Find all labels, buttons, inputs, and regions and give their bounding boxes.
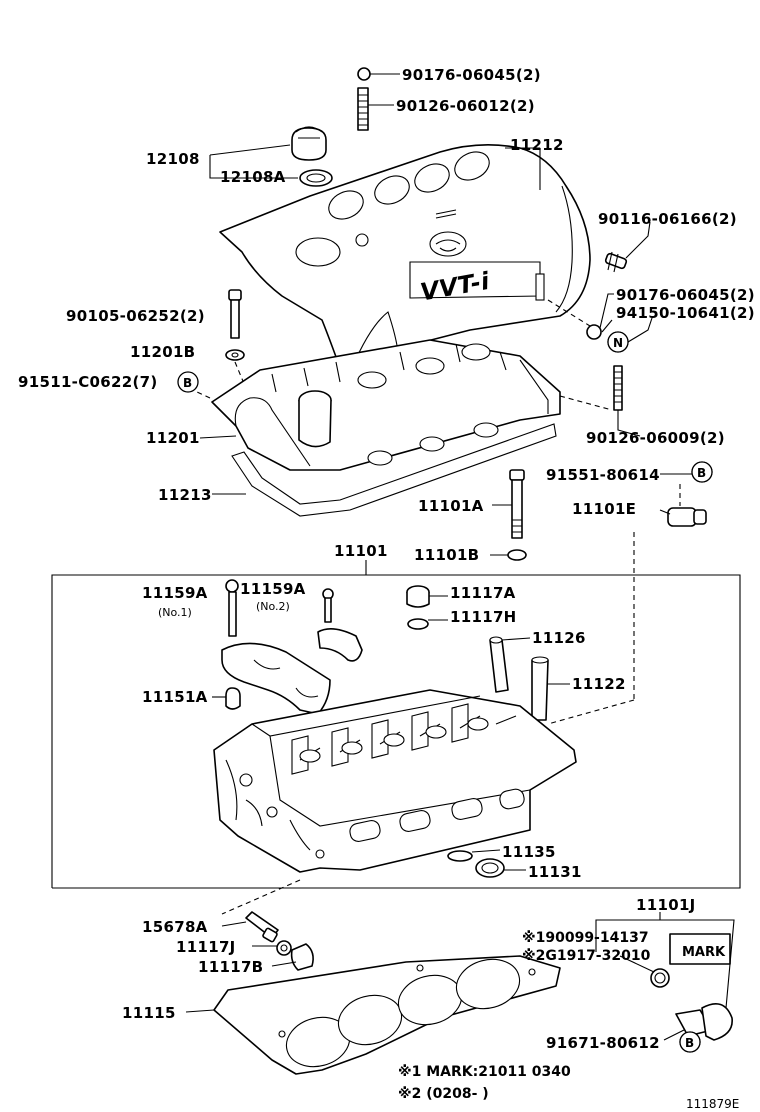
label-11126: 11126	[532, 629, 586, 647]
label-11131: 11131	[528, 863, 582, 881]
water-outlet-parts	[221, 879, 314, 971]
label-11201b: 11201B	[130, 343, 195, 361]
label-11213: 11213	[158, 486, 212, 504]
label-90176-top: 90176-06045(2)	[402, 66, 541, 84]
label-90176-side: 90176-06045(2)	[616, 286, 755, 304]
label-11212: 11212	[510, 136, 564, 154]
ref-marker-n	[607, 331, 629, 353]
footnote-2: ※2 (0208- )	[398, 1086, 489, 1102]
label-90126-side: 90126-06009(2)	[586, 429, 725, 447]
label-11117b: 11117B	[198, 958, 263, 976]
label-11101a: 11101A	[418, 497, 484, 515]
label-11101j: 11101J	[636, 896, 696, 914]
bearing-cap-bolts	[212, 579, 363, 715]
label-94150: 94150-10641(2)	[616, 304, 755, 322]
label-11201: 11201	[146, 429, 200, 447]
label-90099: ※190099-14137	[522, 930, 649, 946]
label-91671: 91671-80612	[546, 1034, 660, 1052]
label-11159a-no2: 11159A	[240, 580, 306, 598]
label-90126-top: 90126-06012(2)	[396, 97, 535, 115]
label-12108a: 12108A	[220, 168, 286, 186]
label-91551: 91551-80614	[546, 466, 660, 484]
engine-cover	[219, 144, 591, 369]
label-11117h: 11117H	[450, 608, 517, 626]
label-11135: 11135	[502, 843, 556, 861]
head-plugs-and-tubes	[406, 585, 570, 721]
label-91511: 91511-C0622(7)	[18, 373, 158, 391]
cylinder-head-cover	[179, 339, 613, 471]
label-90105: 90105-06252(2)	[66, 307, 205, 325]
label-11101e: 11101E	[572, 500, 636, 518]
label-11115: 11115	[122, 1004, 176, 1022]
ref-marker-n-label: N	[613, 336, 623, 350]
sublabel-no1: (No.1)	[158, 606, 192, 619]
sublabel-no2: (No.2)	[256, 600, 290, 613]
label-11117a: 11117A	[450, 584, 516, 602]
cover-side-bolt	[547, 221, 651, 340]
ref-marker-b-2-label: B	[697, 466, 706, 480]
footnote-1: ※1 MARK:21011 0340	[398, 1064, 571, 1080]
label-11151a: 11151A	[142, 688, 208, 706]
ref-marker-b-3	[679, 1031, 701, 1053]
cover-mount-bolt	[225, 289, 251, 399]
ref-marker-b-1	[177, 371, 199, 393]
cylinder-head	[213, 689, 577, 878]
mark-box-label: MARK	[682, 945, 726, 960]
label-2g917: ※2G1917-32010	[522, 948, 651, 964]
ref-marker-b-2	[691, 461, 713, 483]
figure-id: 111879E	[686, 1097, 739, 1111]
label-11117j: 11117J	[176, 938, 236, 956]
top-stud-nut	[357, 67, 400, 131]
label-15678a: 15678A	[142, 918, 208, 936]
label-11101b: 11101B	[414, 546, 479, 564]
label-90116: 90116-06166(2)	[598, 210, 737, 228]
cylinder-head-gasket	[185, 955, 561, 1075]
ref-marker-b-3-label: B	[685, 1036, 694, 1050]
head-cover-gasket	[212, 423, 557, 517]
ref-marker-b-1-label: B	[183, 376, 192, 390]
oil-filler-cap	[209, 126, 333, 187]
label-11159a-no1: 11159A	[142, 584, 208, 602]
head-assembly-frame	[51, 560, 741, 889]
label-11122: 11122	[572, 675, 626, 693]
label-12108: 12108	[146, 150, 200, 168]
head-bolt	[490, 469, 527, 561]
label-11101: 11101	[334, 542, 388, 560]
